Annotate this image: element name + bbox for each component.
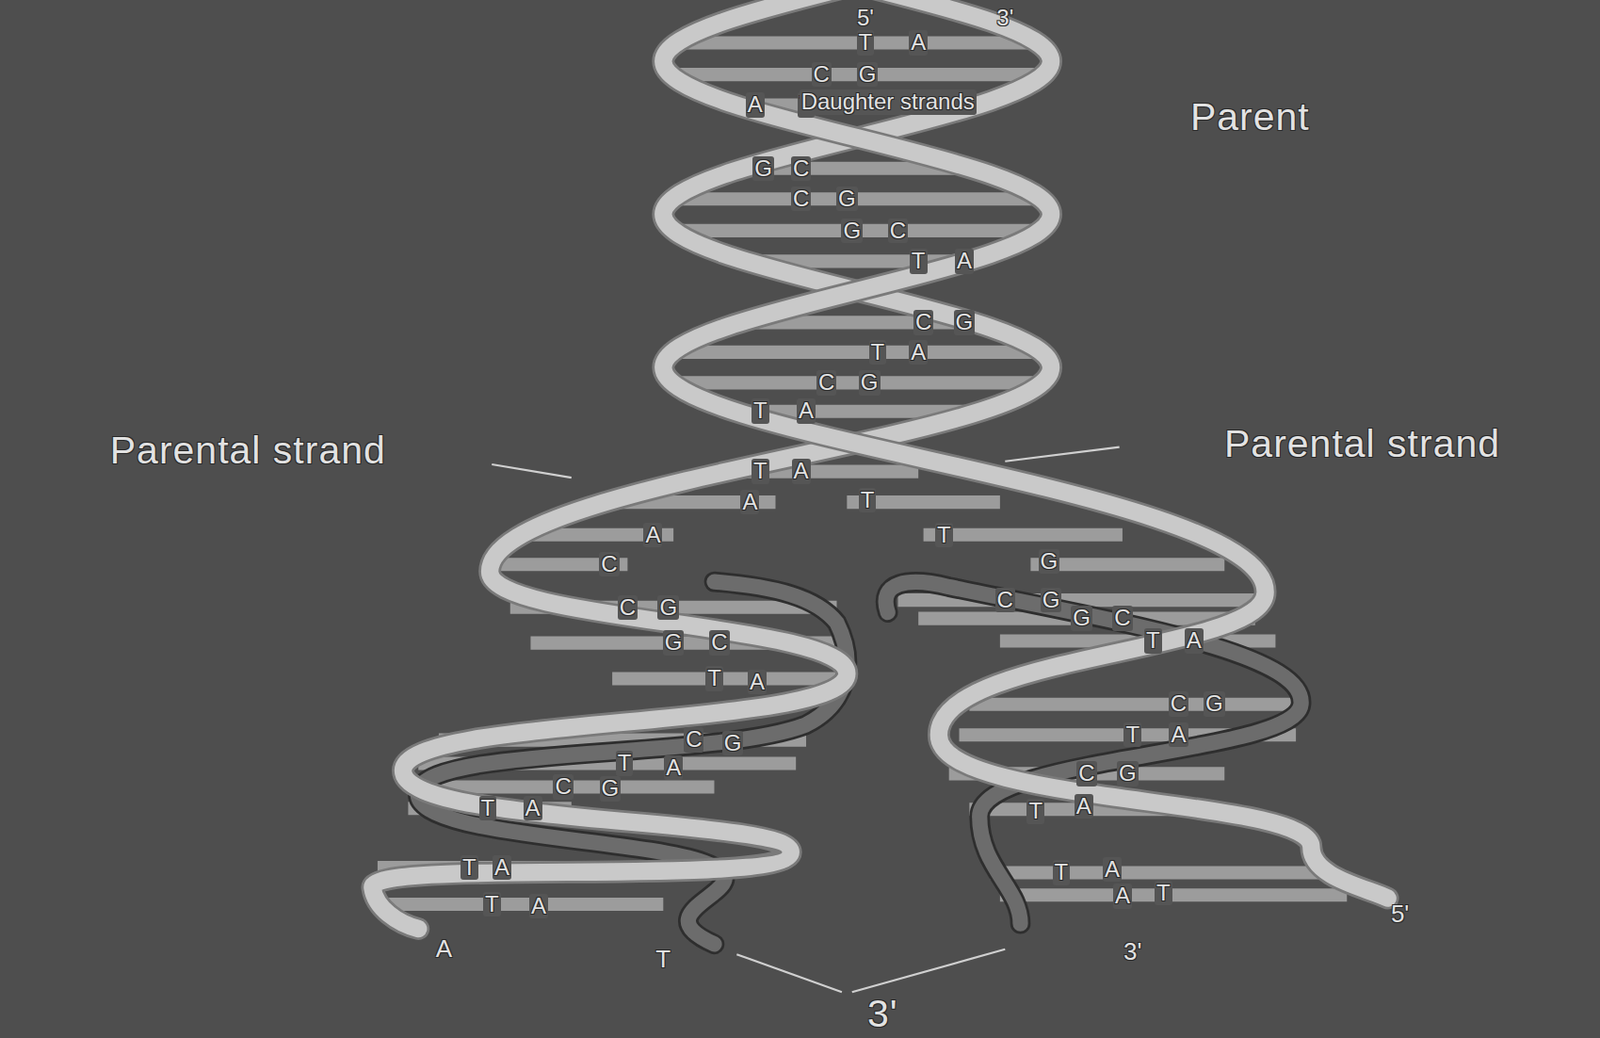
base-letter: T xyxy=(1144,628,1163,653)
base-letter: G xyxy=(1038,549,1061,574)
base-letter: T xyxy=(935,522,954,548)
base-letter: A xyxy=(796,398,816,423)
base-letter: C xyxy=(811,62,832,87)
base-rung xyxy=(1000,888,1347,902)
annotation-label: Parental strand xyxy=(1224,422,1501,466)
base-rung xyxy=(612,672,837,686)
base-letter: T xyxy=(856,30,875,55)
base-rung xyxy=(1030,557,1225,571)
base-letter: A xyxy=(1184,628,1204,653)
base-letter: A xyxy=(492,855,512,880)
base-letter: T xyxy=(1026,798,1045,824)
base-letter: G xyxy=(1040,587,1063,613)
base-letter: T xyxy=(460,855,479,880)
base-letter: G xyxy=(1070,605,1093,631)
base-letter: G xyxy=(599,775,622,801)
base-letter: G xyxy=(657,595,679,620)
leader-line xyxy=(852,949,1006,993)
strand-end-label: 3' xyxy=(1123,937,1142,966)
base-letter: C xyxy=(552,774,573,799)
base-letter: C xyxy=(598,551,619,577)
base-letter: Daughter strands xyxy=(799,89,977,114)
base-letter: C xyxy=(791,156,811,181)
annotation-label: Parental strand xyxy=(110,429,387,472)
base-letter: C xyxy=(791,186,811,211)
base-letter: A xyxy=(745,92,765,117)
base-letter: C xyxy=(1112,605,1132,631)
base-pair-rungs xyxy=(377,43,1347,906)
base-letter: C xyxy=(913,309,934,335)
base-rung xyxy=(969,697,1307,712)
base-letter: C xyxy=(617,595,638,620)
base-letter: G xyxy=(953,309,976,335)
strand-end-label: 5' xyxy=(856,5,874,31)
base-letter: C xyxy=(683,727,704,752)
base-letter: T xyxy=(479,795,498,821)
base-rung xyxy=(672,375,1042,389)
strand-end-label: T xyxy=(655,945,671,973)
annotation-label: Parent xyxy=(1190,96,1310,139)
base-letter: A xyxy=(791,458,811,484)
base-letter: C xyxy=(709,630,729,655)
base-letter: T xyxy=(909,248,928,274)
base-letter: G xyxy=(662,630,685,655)
leader-line xyxy=(736,953,842,992)
base-rung xyxy=(989,865,1327,879)
base-letter: A xyxy=(1168,722,1188,747)
base-letter: A xyxy=(643,522,663,548)
base-rung xyxy=(672,345,1042,359)
base-letter: C xyxy=(995,587,1016,613)
base-letter: A xyxy=(1074,793,1094,819)
base-letter: A xyxy=(1102,856,1122,882)
annotation-label: 3' xyxy=(867,992,899,1035)
base-letter: A xyxy=(908,339,928,365)
base-letter: A xyxy=(740,489,760,515)
base-letter: A xyxy=(529,893,549,919)
base-letter: T xyxy=(751,398,770,423)
base-letter: C xyxy=(1076,760,1097,786)
base-letter: A xyxy=(954,248,974,274)
strand-end-label: 5' xyxy=(1390,900,1409,928)
base-letter: T xyxy=(751,458,770,484)
base-letter: C xyxy=(1168,691,1189,716)
base-letter: G xyxy=(840,218,863,243)
base-letter: G xyxy=(858,370,881,395)
base-letter: A xyxy=(747,669,767,695)
base-letter: T xyxy=(858,487,877,513)
base-letter: G xyxy=(836,186,858,211)
base-letter: A xyxy=(1113,883,1132,908)
base-letter: T xyxy=(483,891,502,917)
base-letter: T xyxy=(615,750,634,776)
base-letter: A xyxy=(523,795,543,821)
leader-lines xyxy=(491,447,1119,993)
base-letter: T xyxy=(1123,722,1142,747)
base-rung xyxy=(923,528,1123,542)
base-letter: G xyxy=(1116,760,1139,786)
base-letter: T xyxy=(1154,880,1173,906)
base-letter: G xyxy=(752,156,775,181)
base-letter: A xyxy=(908,30,928,55)
leader-line xyxy=(1004,447,1119,462)
base-letter: A xyxy=(663,755,683,780)
strand-end-label: A xyxy=(436,935,453,963)
base-letter: T xyxy=(1052,859,1071,885)
strands xyxy=(371,0,1388,944)
base-letter: G xyxy=(1203,691,1226,716)
base-letter: T xyxy=(705,665,724,691)
base-letter: G xyxy=(856,62,879,87)
base-rung xyxy=(387,897,664,911)
base-letter: C xyxy=(888,218,908,243)
base-letter: T xyxy=(869,339,888,365)
base-letter: C xyxy=(816,370,837,395)
leader-line xyxy=(491,464,572,478)
base-letter: G xyxy=(722,730,744,756)
strand-end-label: 3' xyxy=(996,5,1014,31)
